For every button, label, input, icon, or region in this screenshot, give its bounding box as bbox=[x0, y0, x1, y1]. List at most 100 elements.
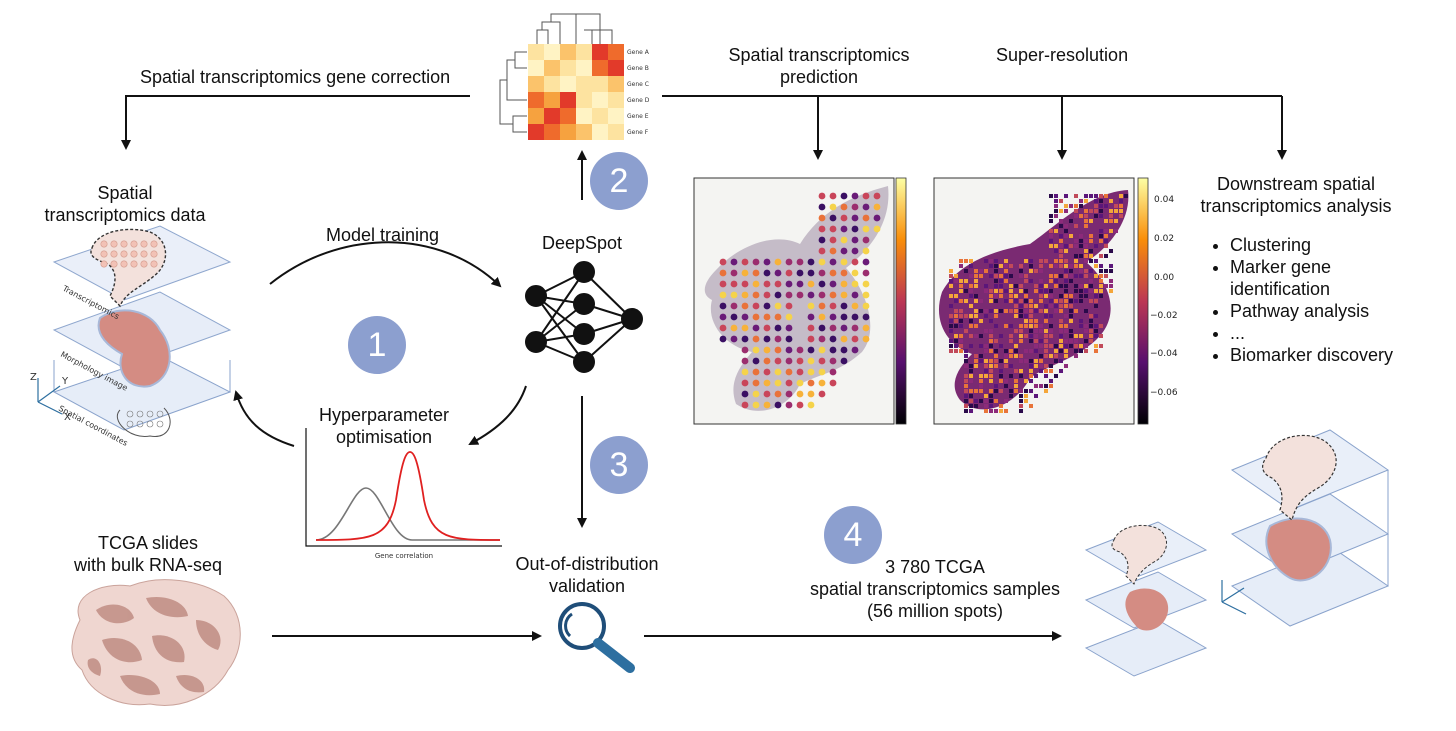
super-resolution-pixel bbox=[1009, 299, 1013, 303]
step-badge-4: 4 bbox=[824, 506, 882, 564]
prediction-spot bbox=[818, 258, 826, 266]
super-resolution-pixel bbox=[989, 294, 993, 298]
super-resolution-pixel bbox=[1104, 204, 1108, 208]
super-resolution-pixel bbox=[1104, 219, 1108, 223]
super-resolution-pixel bbox=[1004, 354, 1008, 358]
prediction-spot bbox=[752, 379, 760, 387]
super-resolution-pixel bbox=[1004, 349, 1008, 353]
heatmap-cell bbox=[560, 124, 576, 140]
super-resolution-pixel bbox=[1019, 394, 1023, 398]
super-resolution-pixel bbox=[1089, 234, 1093, 238]
hyperparameter-label: Hyperparameter optimisation bbox=[318, 405, 450, 447]
super-resolution-pixel bbox=[1034, 304, 1038, 308]
prediction-spot bbox=[851, 280, 859, 288]
layer-spot bbox=[110, 240, 118, 248]
super-resolution-pixel bbox=[999, 294, 1003, 298]
super-resolution-pixel bbox=[1059, 319, 1063, 323]
prediction-spot bbox=[763, 357, 771, 365]
super-resolution-pixel bbox=[969, 379, 973, 383]
super-resolution-pixel bbox=[1064, 224, 1068, 228]
prediction-spot bbox=[796, 390, 804, 398]
super-resolution-pixel bbox=[1059, 349, 1063, 353]
list-item: Clustering bbox=[1230, 234, 1393, 256]
super-resolution-pixel bbox=[1099, 334, 1103, 338]
super-resolution-pixel bbox=[984, 284, 988, 288]
super-resolution-pixel bbox=[1019, 314, 1023, 318]
super-resolution-pixel bbox=[1084, 259, 1088, 263]
super-resolution-pixel bbox=[1029, 269, 1033, 273]
super-resolution-pixel bbox=[1054, 284, 1058, 288]
prediction-spot bbox=[851, 203, 859, 211]
super-resolution-pixel bbox=[1059, 309, 1063, 313]
super-resolution-pixel bbox=[1039, 284, 1043, 288]
gene-correction-arrow bbox=[121, 95, 470, 150]
super-resolution-pixel bbox=[1059, 224, 1063, 228]
super-resolution-pixel bbox=[1049, 194, 1053, 198]
prediction-spot bbox=[829, 203, 837, 211]
super-resolution-pixel bbox=[1094, 204, 1098, 208]
super-resolution-pixel bbox=[1014, 344, 1018, 348]
super-resolution-pixel bbox=[1039, 364, 1043, 368]
super-resolution-pixel bbox=[979, 319, 983, 323]
heatmap-cell bbox=[576, 44, 592, 60]
super-resolution-pixel bbox=[1024, 304, 1028, 308]
prediction-spot bbox=[818, 390, 826, 398]
super-resolution-pixel bbox=[1054, 299, 1058, 303]
super-resolution-pixel bbox=[1069, 344, 1073, 348]
super-resolution-pixel bbox=[1009, 334, 1013, 338]
super-resolution-pixel bbox=[979, 374, 983, 378]
super-resolution-pixel bbox=[1019, 369, 1023, 373]
prediction-spot bbox=[851, 258, 859, 266]
heatmap-cell bbox=[608, 92, 624, 108]
super-resolution-pixel bbox=[1044, 369, 1048, 373]
super-resolution-pixel bbox=[1089, 334, 1093, 338]
prediction-spot bbox=[752, 368, 760, 376]
prediction-spot bbox=[719, 313, 727, 321]
heatmap-cell bbox=[528, 76, 544, 92]
super-resolution-pixel bbox=[1029, 324, 1033, 328]
st-data-label: Spatial transcriptomics data bbox=[44, 183, 206, 225]
super-resolution-pixel bbox=[1044, 284, 1048, 288]
super-resolution-pixel bbox=[1044, 354, 1048, 358]
super-resolution-pixel bbox=[969, 314, 973, 318]
super-resolution-pixel bbox=[969, 399, 973, 403]
super-resolution-pixel bbox=[1064, 279, 1068, 283]
super-resolution-pixel bbox=[1109, 219, 1113, 223]
super-resolution-pixel bbox=[1059, 199, 1063, 203]
super-resolution-pixel bbox=[1044, 339, 1048, 343]
prediction-spot bbox=[862, 203, 870, 211]
super-resolution-pixel bbox=[964, 364, 968, 368]
super-resolution-pixel bbox=[1074, 259, 1078, 263]
super-resolution-pixel bbox=[1099, 269, 1103, 273]
heatmap-cell bbox=[528, 108, 544, 124]
prediction-spot bbox=[763, 324, 771, 332]
layer-spot bbox=[140, 250, 148, 258]
super-resolution-pixel bbox=[959, 334, 963, 338]
heatmap-cell bbox=[592, 60, 608, 76]
prediction-spot bbox=[785, 368, 793, 376]
prediction-spot bbox=[829, 247, 837, 255]
prediction-spot bbox=[796, 401, 804, 409]
super-resolution-pixel bbox=[1094, 349, 1098, 353]
super-resolution-pixel bbox=[1074, 244, 1078, 248]
super-resolution-pixel bbox=[964, 259, 968, 263]
super-resolution-pixel bbox=[964, 314, 968, 318]
super-resolution-pixel bbox=[1049, 274, 1053, 278]
super-resolution-pixel bbox=[1084, 309, 1088, 313]
prediction-spot bbox=[774, 302, 782, 310]
layer-spot bbox=[150, 240, 158, 248]
prediction-spot bbox=[719, 269, 727, 277]
super-resolution-pixel bbox=[969, 409, 973, 413]
prediction-spot bbox=[752, 258, 760, 266]
super-resolution-pixel bbox=[1009, 354, 1013, 358]
super-resolution-pixel bbox=[964, 379, 968, 383]
super-resolution-pixel bbox=[989, 274, 993, 278]
super-resolution-pixel bbox=[949, 284, 953, 288]
super-resolution-pixel bbox=[1099, 199, 1103, 203]
super-resolution-pixel bbox=[1094, 294, 1098, 298]
prediction-spot bbox=[807, 324, 815, 332]
super-resolution-pixel bbox=[1064, 259, 1068, 263]
prediction-spot bbox=[862, 313, 870, 321]
heatmap-cell bbox=[576, 76, 592, 92]
super-resolution-pixel bbox=[1079, 234, 1083, 238]
